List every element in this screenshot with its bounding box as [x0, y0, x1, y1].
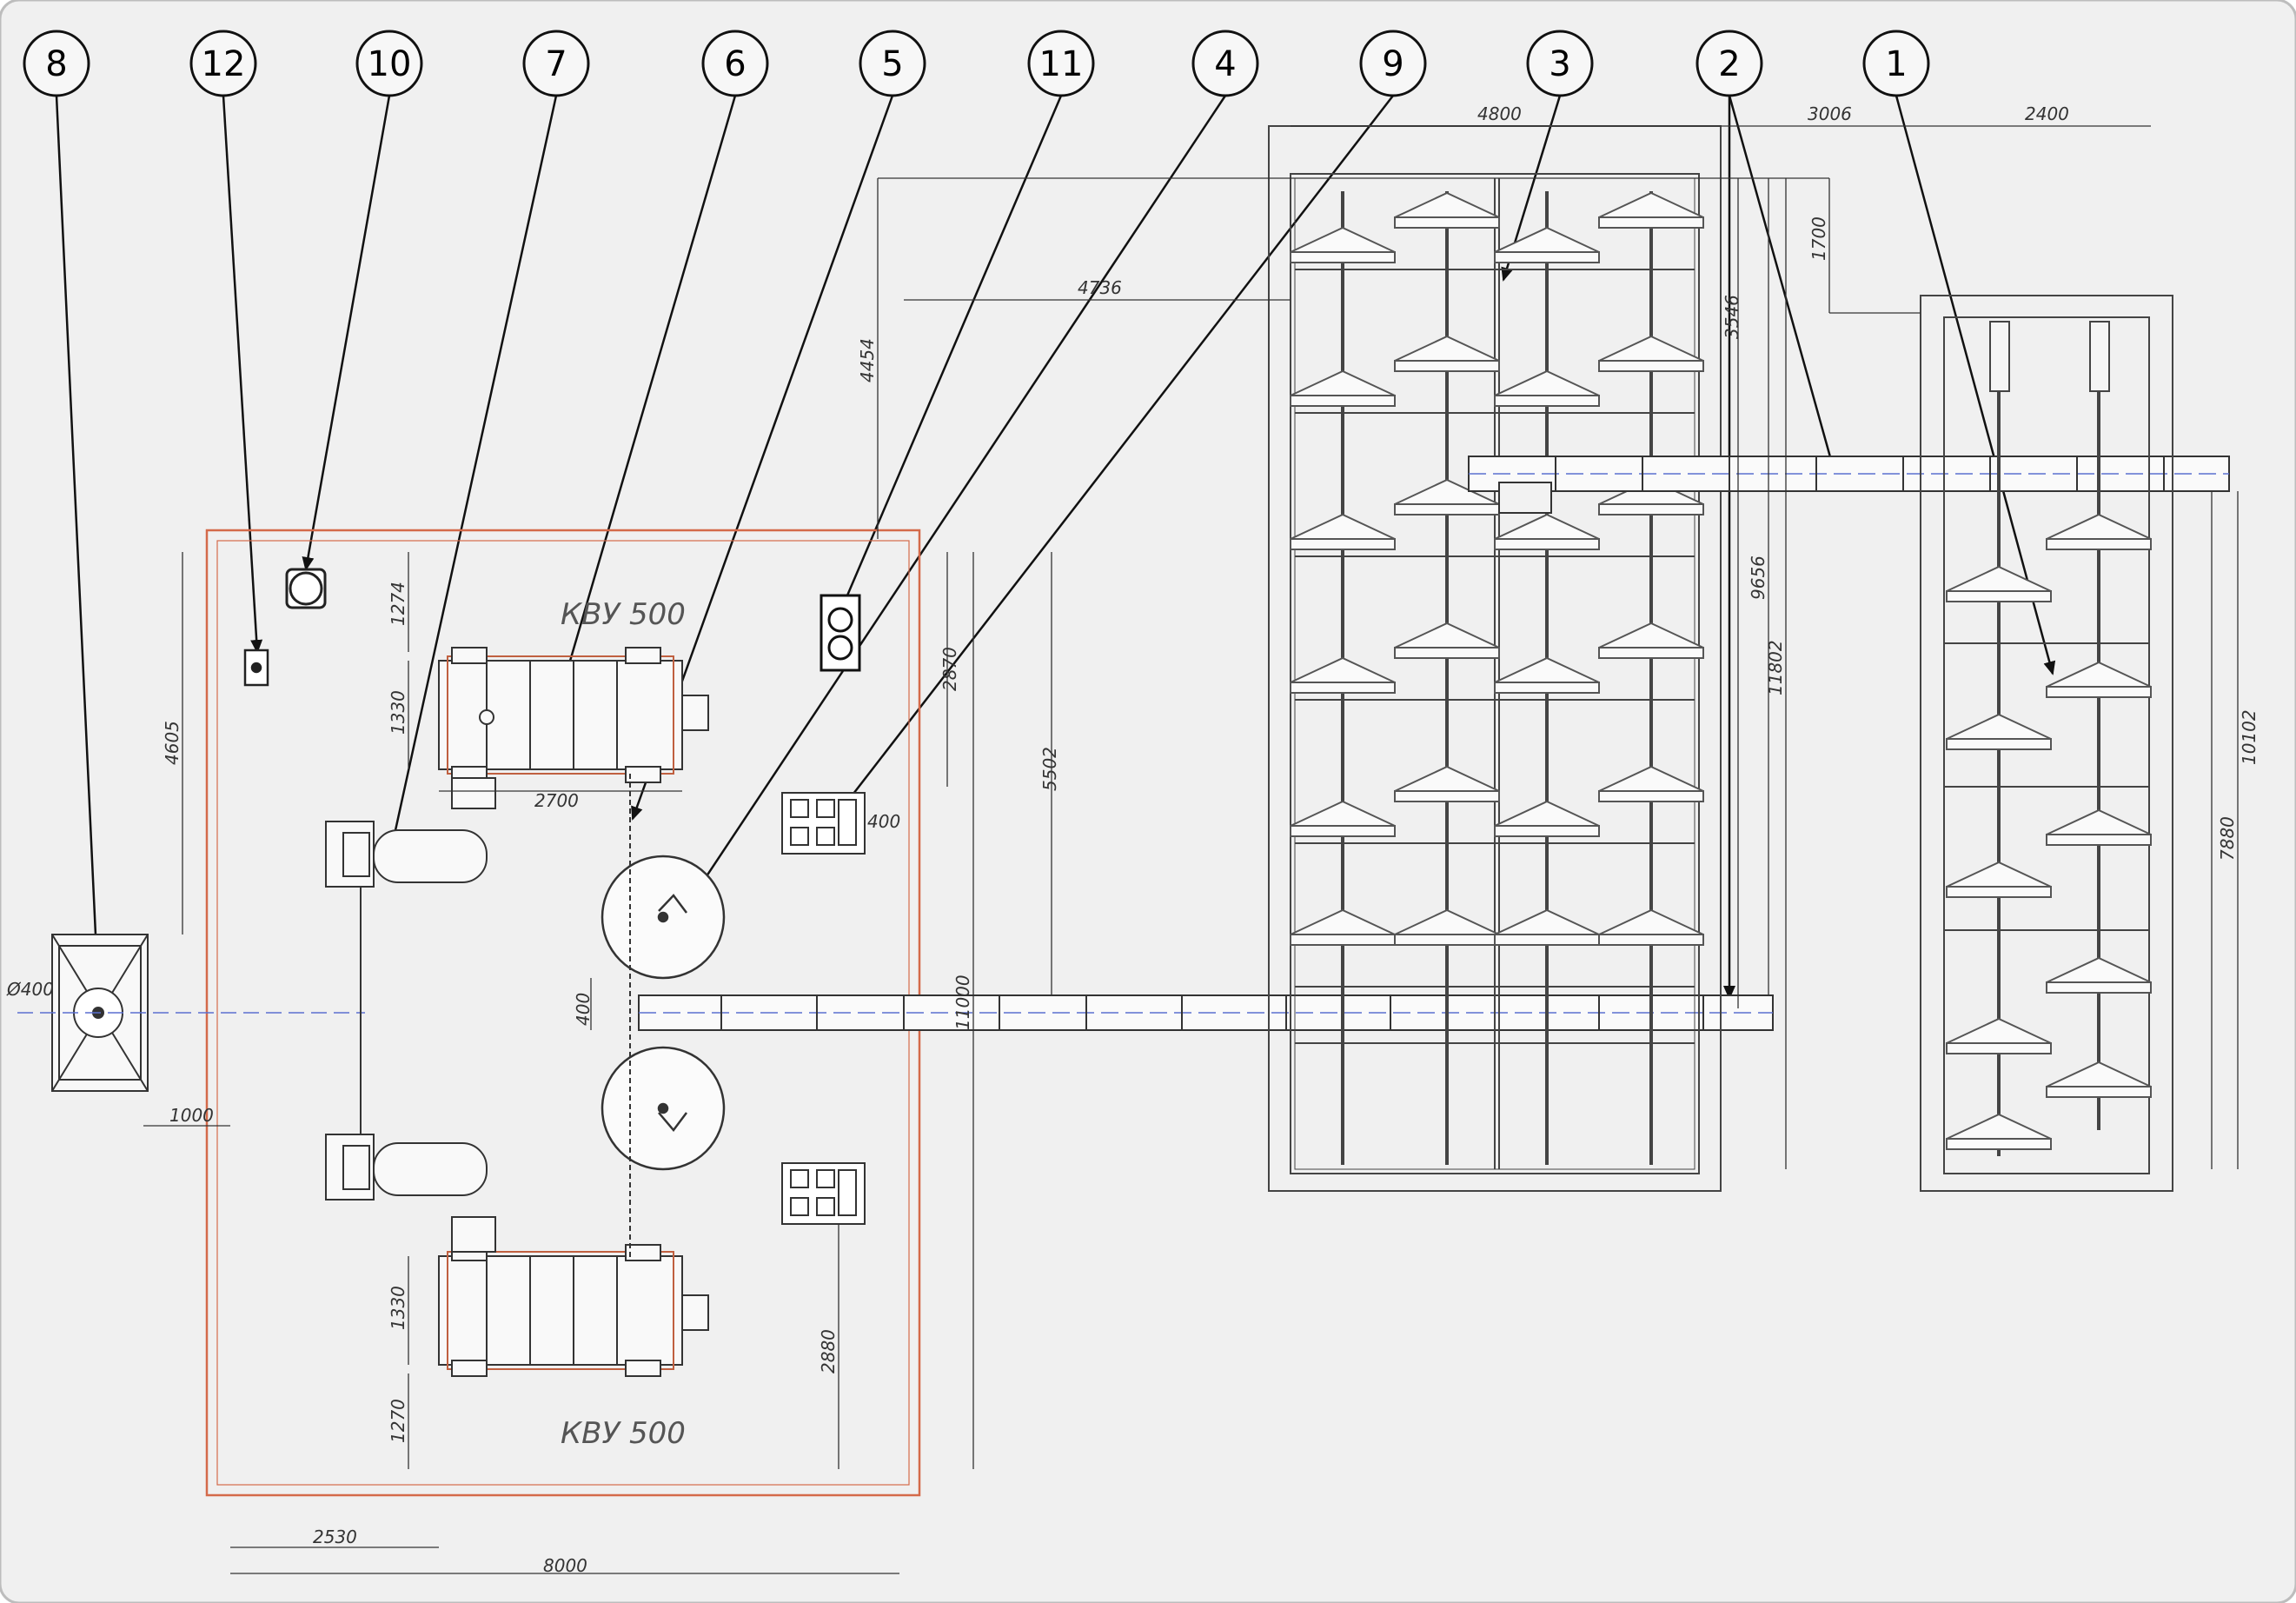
- callout-6-label: 6: [724, 44, 746, 84]
- dim-10102: 10102: [2239, 709, 2260, 765]
- dim-400-right: 400: [867, 811, 900, 832]
- dim-3546: 3546: [1722, 295, 1742, 339]
- dim-1270: 1270: [388, 1399, 408, 1443]
- callout-8[interactable]: 8: [23, 30, 90, 97]
- callout-9-label: 9: [1382, 44, 1403, 84]
- leader-9: [837, 95, 1394, 815]
- dim-1700: 1700: [1808, 216, 1829, 261]
- callout-5-label: 5: [881, 44, 903, 84]
- boiler-labels: КВУ 500 КВУ 500: [561, 597, 686, 1451]
- callout-4[interactable]: 4: [1191, 30, 1259, 97]
- callout-12-label: 12: [202, 44, 246, 84]
- dim-400-left: 400: [573, 993, 594, 1026]
- tank-4-top[interactable]: [601, 855, 726, 980]
- dim-4454: 4454: [857, 338, 878, 382]
- callout-1-label: 1: [1885, 44, 1907, 84]
- dim-1000: 1000: [169, 1105, 214, 1126]
- pump-10[interactable]: [285, 568, 327, 609]
- leader-2b: [1728, 95, 1836, 471]
- callout-8-label: 8: [45, 44, 67, 84]
- callout-2-label: 2: [1718, 44, 1740, 84]
- dim-8000: 8000: [543, 1555, 587, 1576]
- callout-10[interactable]: 10: [355, 30, 423, 97]
- callout-1[interactable]: 1: [1862, 30, 1930, 97]
- tank-4-bottom[interactable]: [601, 1046, 726, 1171]
- callout-3-label: 3: [1549, 44, 1570, 84]
- boiler-kvu-500-top[interactable]: [438, 647, 709, 809]
- dim-4736: 4736: [1078, 277, 1122, 298]
- leader-7: [388, 95, 558, 852]
- dim-phi400: Ø400: [6, 979, 54, 1000]
- callout-7-label: 7: [545, 44, 567, 84]
- leader-6: [554, 95, 737, 710]
- storage-section-1[interactable]: [1920, 295, 2173, 1192]
- elevated-conveyor-2[interactable]: [1468, 456, 2230, 514]
- dim-2880: 2880: [818, 1329, 839, 1374]
- dim-4605: 4605: [162, 721, 182, 765]
- dim-2400: 2400: [2025, 103, 2069, 124]
- dim-5502: 5502: [1039, 747, 1060, 791]
- callout-10-label: 10: [368, 44, 412, 84]
- burner-unit-7-bottom[interactable]: [325, 1134, 488, 1201]
- kvu-top-label: КВУ 500: [561, 597, 686, 632]
- pump-group-9-bottom[interactable]: [781, 1162, 866, 1225]
- dim-2870: 2870: [939, 647, 960, 691]
- leader-1: [1895, 95, 2056, 675]
- callout-12[interactable]: 12: [189, 30, 257, 97]
- dimension-lines: [143, 125, 2239, 1574]
- callout-11[interactable]: 11: [1027, 30, 1095, 97]
- valve-block-11[interactable]: [820, 594, 861, 672]
- kvu-bottom-label: КВУ 500: [561, 1416, 686, 1451]
- leader-11: [833, 95, 1063, 628]
- horizontal-conveyor[interactable]: [638, 994, 1774, 1031]
- callout-9[interactable]: 9: [1359, 30, 1427, 97]
- dim-11802: 11802: [1765, 640, 1786, 695]
- leader-8: [55, 95, 104, 993]
- dim-9656: 9656: [1748, 555, 1768, 600]
- boiler-kvu-500-bottom[interactable]: [438, 1216, 709, 1377]
- dim-11000: 11000: [952, 974, 973, 1030]
- dim-2700: 2700: [534, 790, 579, 811]
- storage-section-3[interactable]: [1268, 125, 1722, 1192]
- leader-10: [302, 95, 391, 571]
- leader-12: [222, 95, 263, 654]
- callout-6[interactable]: 6: [701, 30, 769, 97]
- dim-2530: 2530: [313, 1527, 357, 1547]
- callout-11-label: 11: [1039, 44, 1084, 84]
- control-panel-12[interactable]: [243, 649, 269, 687]
- burner-unit-7-top[interactable]: [325, 821, 488, 888]
- callout-4-label: 4: [1214, 44, 1236, 84]
- dimension-texts: 4800 3006 2400 4736 4454 1700 3546 9656 …: [6, 103, 2260, 1576]
- callout-2[interactable]: 2: [1695, 30, 1763, 97]
- dim-3006: 3006: [1808, 103, 1852, 124]
- dim-1330-bottom: 1330: [388, 1286, 408, 1330]
- dim-1330-top: 1330: [388, 690, 408, 735]
- dim-4800: 4800: [1477, 103, 1522, 124]
- callout-3[interactable]: 3: [1526, 30, 1594, 97]
- pump-group-9-top[interactable]: [781, 792, 866, 855]
- leader-4: [689, 95, 1227, 901]
- callout-5[interactable]: 5: [859, 30, 926, 97]
- callout-7[interactable]: 7: [522, 30, 590, 97]
- fan-unit-8[interactable]: [17, 934, 365, 1092]
- dim-1274: 1274: [388, 582, 408, 626]
- dim-7880: 7880: [2217, 816, 2238, 861]
